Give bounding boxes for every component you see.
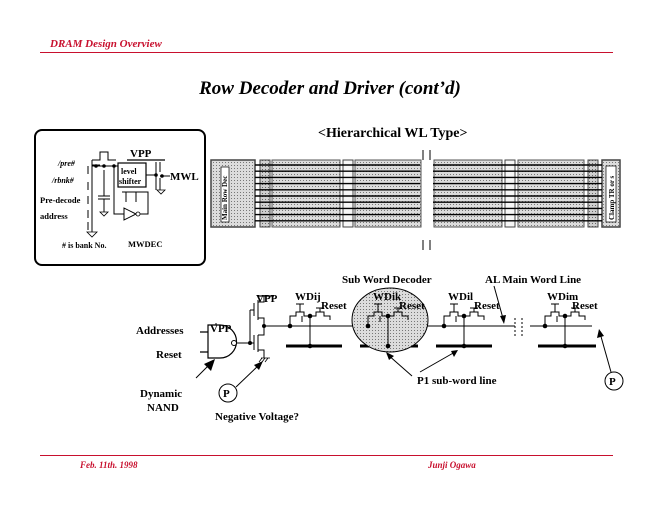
p-label: P <box>223 388 230 400</box>
header-rule <box>40 52 613 53</box>
footer-date: Feb. 11th. 1998 <box>80 460 138 470</box>
junction-dot <box>307 343 313 349</box>
rbnk-signal-label: /rbnk# <box>51 176 75 185</box>
footer-author: Junji Ogawa <box>428 460 476 470</box>
wd-label: WDim <box>547 291 578 303</box>
p-node-marker <box>218 383 238 403</box>
wd-label: WDil <box>448 291 473 303</box>
wd-label: WDij <box>295 291 321 303</box>
pre-signal-label: /pre# <box>57 159 76 168</box>
addresses-label: Addresses <box>136 325 184 337</box>
junction-dot <box>461 343 467 349</box>
mwdec-label: MWDEC <box>128 239 162 249</box>
sub-word-drivers <box>287 303 586 349</box>
bank-note: # is bank No. <box>62 241 106 250</box>
junction-dot <box>307 313 313 319</box>
cell-array <box>517 159 585 228</box>
junction-dot <box>287 323 293 329</box>
junction-dot <box>542 323 548 329</box>
reset-label: Reset <box>321 300 347 312</box>
reset-label: Reset <box>474 300 500 312</box>
mwl-output-label: MWL <box>170 171 199 183</box>
cell-array <box>354 159 422 228</box>
sub-word-driver <box>365 303 409 349</box>
wl-driver-circuit: Addresses Reset VPP VPP Sub Word Decoder… <box>136 274 624 423</box>
hierarchical-wl-panel: <Hierarchical WL Type> Main Row Dec Clam… <box>210 126 621 250</box>
clamp-tr-label: Clamp TR or s <box>608 175 616 220</box>
swd-column <box>587 159 599 228</box>
reset-label: Reset <box>572 300 598 312</box>
swd-column <box>342 159 354 228</box>
footer-rule <box>40 455 613 456</box>
junction-dot <box>365 323 371 329</box>
p-label: P <box>609 376 616 388</box>
p-node-marker <box>604 371 624 391</box>
sub-word-decoder-highlight <box>351 287 429 353</box>
negative-voltage-label: Negative Voltage? <box>215 411 299 423</box>
mwdec-border <box>34 129 206 266</box>
mwdec-panel: VPP level shifter /pre# /rbnk# Pre-decod… <box>34 129 206 266</box>
sub-word-decoder-label: Sub Word Decoder <box>342 274 432 286</box>
level-shifter-label-1: level <box>121 167 137 176</box>
junction-dot <box>562 313 568 319</box>
sub-word-driver <box>287 303 331 349</box>
mwdec-vpp-label: VPP <box>130 148 152 160</box>
junction-dot <box>385 343 391 349</box>
nand-vpp-label: VPP <box>210 323 232 335</box>
wd-label: WDik <box>373 291 402 303</box>
slide-title: Row Decoder and Driver (cont’d) <box>199 78 461 99</box>
section-header: DRAM Design Overview <box>50 38 162 50</box>
cell-array <box>271 159 341 228</box>
main-row-dec-block <box>210 159 256 228</box>
word-lines <box>255 164 602 222</box>
driver-vpp-label: VPP <box>256 293 278 305</box>
sub-word-line-label: P1 sub-word line <box>417 375 497 387</box>
address-label: address <box>40 211 68 221</box>
swd-column <box>504 159 516 228</box>
nand-label: NAND <box>147 402 179 414</box>
hier-wl-title: <Hierarchical WL Type> <box>318 126 467 141</box>
junction-dot <box>441 323 447 329</box>
reset-input-label: Reset <box>156 349 182 361</box>
sub-word-driver <box>542 303 586 349</box>
main-row-dec-label: Main Row Dec <box>221 176 229 220</box>
reset-label: Reset <box>399 300 425 312</box>
cell-array <box>433 159 503 228</box>
main-word-line-label: AL Main Word Line <box>485 274 581 286</box>
junction-dot <box>385 313 391 319</box>
swd-column <box>259 159 271 228</box>
junction-dot <box>461 313 467 319</box>
sub-word-driver <box>441 303 485 349</box>
level-shifter-label-2: shifter <box>119 177 142 186</box>
junction-dot <box>562 343 568 349</box>
dynamic-label: Dynamic <box>140 388 182 400</box>
predecode-label: Pre-decode <box>40 195 81 205</box>
